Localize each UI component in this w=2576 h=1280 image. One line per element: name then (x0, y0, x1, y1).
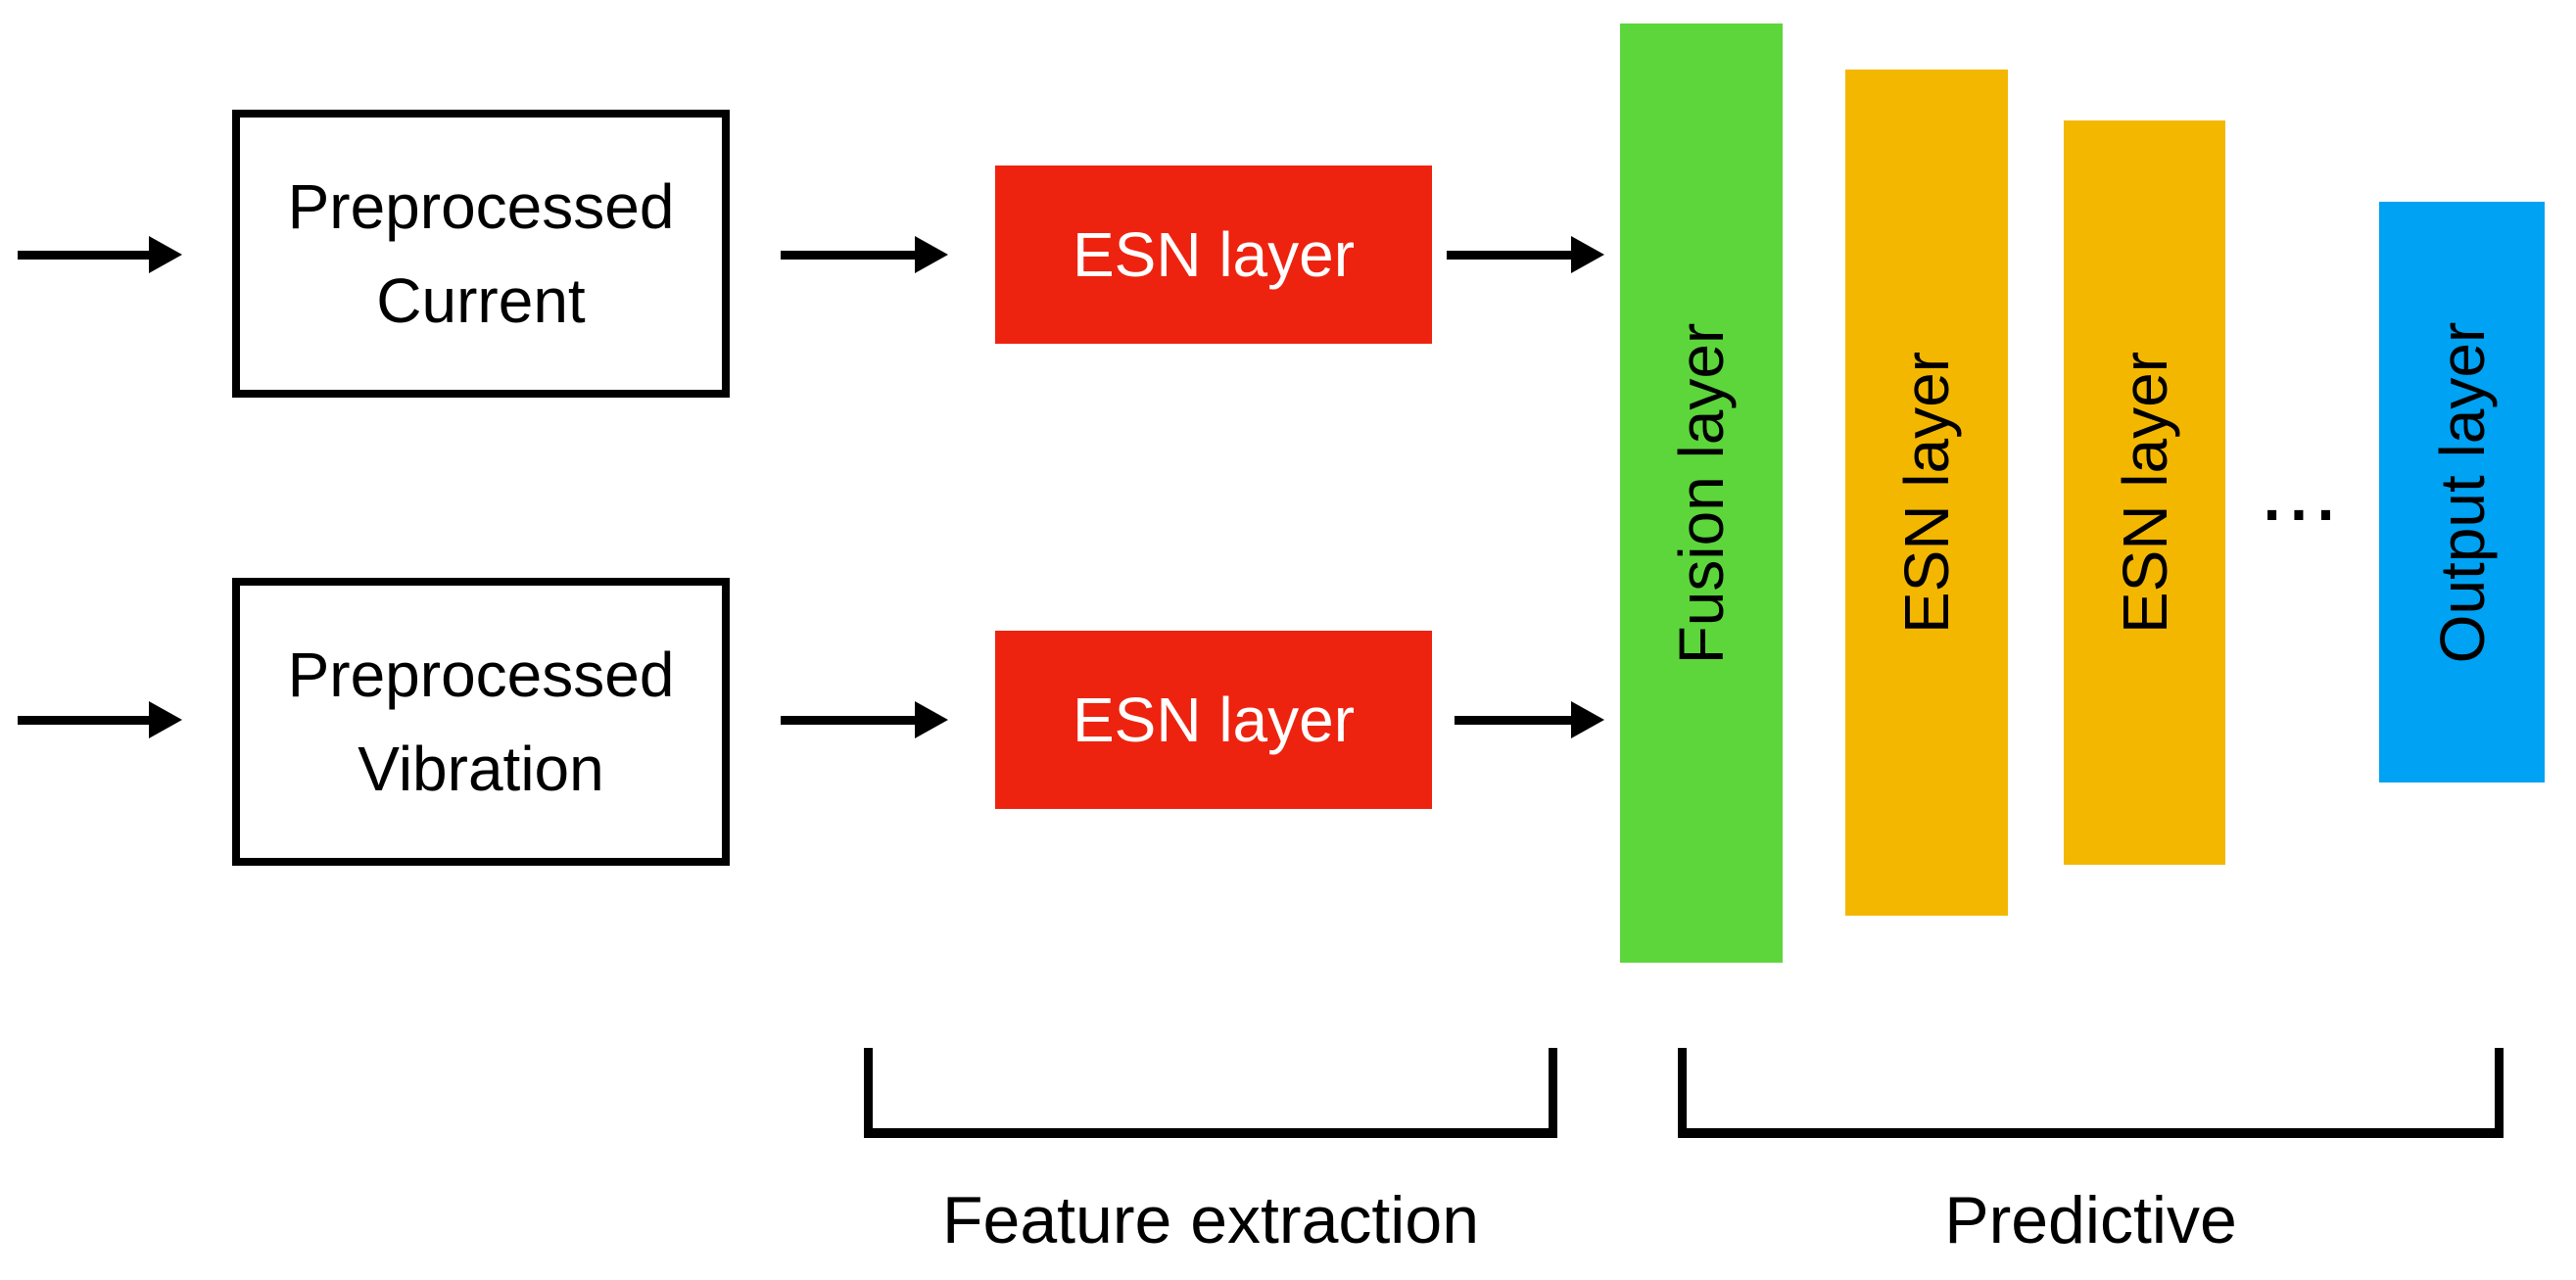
column-esn-layer-1: ESN layer (1845, 70, 2008, 916)
box-preprocessed-vibration: Preprocessed Vibration (232, 578, 730, 866)
bracket-predictive (1678, 1048, 2504, 1138)
box-label-line: Current (376, 265, 586, 336)
arrow-head (915, 236, 948, 273)
ellipsis-more-layers: ... (2259, 437, 2340, 541)
arrow-shaft (1447, 250, 1575, 260)
box-label-line: Vibration (358, 734, 604, 804)
arrow-input-vibration (18, 701, 182, 738)
box-esn-feature-current: ESN layer (995, 166, 1432, 344)
arrow-current-to-esn (781, 236, 948, 273)
box-label: ESN layer (1072, 685, 1356, 755)
arrow-esn1-to-fusion (1447, 236, 1604, 273)
label-feature-extraction: Feature extraction (941, 1183, 1480, 1257)
arrow-head (915, 701, 948, 738)
box-label-line: Preprocessed (287, 640, 675, 710)
column-label: Fusion layer (1666, 322, 1737, 664)
arrow-head (149, 236, 182, 273)
column-label: ESN layer (2109, 351, 2180, 635)
column-esn-layer-2: ESN layer (2064, 120, 2225, 865)
arrow-head (149, 701, 182, 738)
column-output-layer: Output layer (2379, 202, 2545, 782)
arrow-shaft (18, 250, 153, 260)
arrow-shaft (1455, 715, 1575, 725)
arrow-shaft (781, 715, 919, 725)
arrow-head (1571, 701, 1604, 738)
box-label-line: Preprocessed (287, 171, 675, 242)
arrow-vibration-to-esn (781, 701, 948, 738)
column-fusion-layer: Fusion layer (1620, 24, 1783, 963)
arrow-shaft (18, 715, 153, 725)
bracket-feature-extraction (864, 1048, 1557, 1138)
arrow-input-current (18, 236, 182, 273)
arrow-shaft (781, 250, 919, 260)
box-esn-feature-vibration: ESN layer (995, 631, 1432, 809)
arrow-head (1571, 236, 1604, 273)
arrow-esn2-to-fusion (1455, 701, 1604, 738)
box-preprocessed-current: Preprocessed Current (232, 110, 730, 398)
column-label: ESN layer (1891, 351, 1962, 635)
label-predictive: Predictive (1944, 1183, 2237, 1257)
column-label: Output layer (2426, 321, 2498, 663)
box-label: ESN layer (1072, 219, 1356, 290)
